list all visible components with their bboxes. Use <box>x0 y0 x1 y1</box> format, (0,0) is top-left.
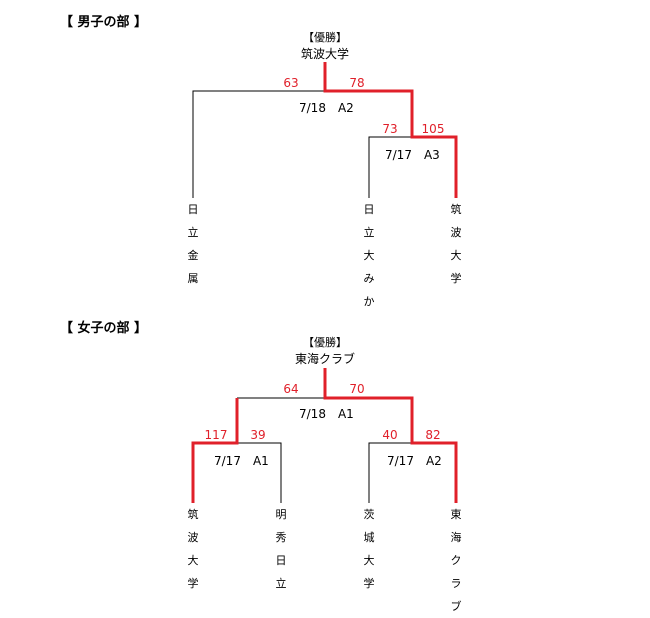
team-name-char: 茨 <box>363 508 375 521</box>
women-winner-tag: 【優勝】 <box>303 336 347 349</box>
men-bracket-lines <box>192 62 458 198</box>
team-name-char: 日 <box>275 554 287 567</box>
team-name-char: 大 <box>363 554 375 567</box>
women-team-4: 東海クラブ <box>448 503 464 618</box>
team-name-char: ク <box>450 554 462 567</box>
team-name-char: 属 <box>187 272 199 285</box>
women-semi-right-left-line <box>368 442 412 503</box>
team-name-char: 金 <box>187 249 199 262</box>
team-name-char: 波 <box>450 226 462 239</box>
men-semi-right-score: 105 <box>421 122 445 136</box>
men-winner-name: 筑波大学 <box>300 47 349 61</box>
women-champion-path <box>323 368 458 503</box>
team-name-char: 秀 <box>275 531 287 544</box>
men-final-left-line <box>192 90 325 198</box>
team-name-char: 日 <box>363 203 375 216</box>
men-section-title: 【 男子の部 】 <box>60 15 148 30</box>
team-name-char: 明 <box>275 508 287 521</box>
men-semi-left-score: 73 <box>382 122 398 136</box>
women-semi-left-right-score: 39 <box>250 428 266 442</box>
team-name-char: 大 <box>363 249 375 262</box>
team-name-char: み <box>363 272 375 285</box>
men-team-1: 日立金属 <box>185 198 201 290</box>
men-final-right-score: 78 <box>349 76 365 90</box>
men-team-3: 筑波大学 <box>448 198 464 290</box>
team-name-char: 東 <box>450 508 462 521</box>
team-name-char: 海 <box>450 531 462 544</box>
women-final-right-score: 70 <box>349 382 365 396</box>
women-team-2: 明秀日立 <box>273 503 289 595</box>
men-winner-tag: 【優勝】 <box>303 31 347 44</box>
women-semi-left-left-score: 117 <box>204 428 228 442</box>
team-name-char: 学 <box>450 272 462 285</box>
women-team-3: 茨城大学 <box>361 503 377 595</box>
women-semi-right-left-score: 40 <box>382 428 398 442</box>
women-semi-right-right-score: 82 <box>425 428 441 442</box>
men-final-label: 7/18 A2 <box>299 101 354 115</box>
team-name-char: 立 <box>275 577 287 590</box>
women-bracket-lines <box>191 368 458 503</box>
team-name-char: 城 <box>363 531 375 544</box>
team-name-char: 学 <box>187 577 199 590</box>
team-name-char: 大 <box>187 554 199 567</box>
men-final-left-score: 63 <box>283 76 299 90</box>
team-name-char: か <box>363 295 375 308</box>
team-name-char: 立 <box>363 226 375 239</box>
men-semi-left-line <box>368 136 412 198</box>
women-final-left-score: 64 <box>283 382 299 396</box>
men-champion-path <box>323 62 458 198</box>
men-semi-label: 7/17 A3 <box>385 148 440 162</box>
team-name-char: 筑 <box>450 203 462 216</box>
women-section-title: 【 女子の部 】 <box>60 321 148 336</box>
team-name-char: 大 <box>450 249 462 262</box>
women-semi-right-label: 7/17 A2 <box>387 454 442 468</box>
women-team-1: 筑波大学 <box>185 503 201 595</box>
women-final-label: 7/18 A1 <box>299 407 354 421</box>
team-name-char: ラ <box>450 577 462 590</box>
women-semi-left-label: 7/17 A1 <box>214 454 269 468</box>
team-name-char: 立 <box>187 226 199 239</box>
team-name-char: 筑 <box>187 508 199 521</box>
women-finalist-path <box>191 398 239 503</box>
women-winner-name: 東海クラブ <box>294 352 355 366</box>
team-name-char: 波 <box>187 531 199 544</box>
women-semi-left-right-line <box>237 442 282 503</box>
team-name-char: 日 <box>187 203 199 216</box>
men-team-2: 日立大みか <box>361 198 377 313</box>
team-name-char: 学 <box>363 577 375 590</box>
